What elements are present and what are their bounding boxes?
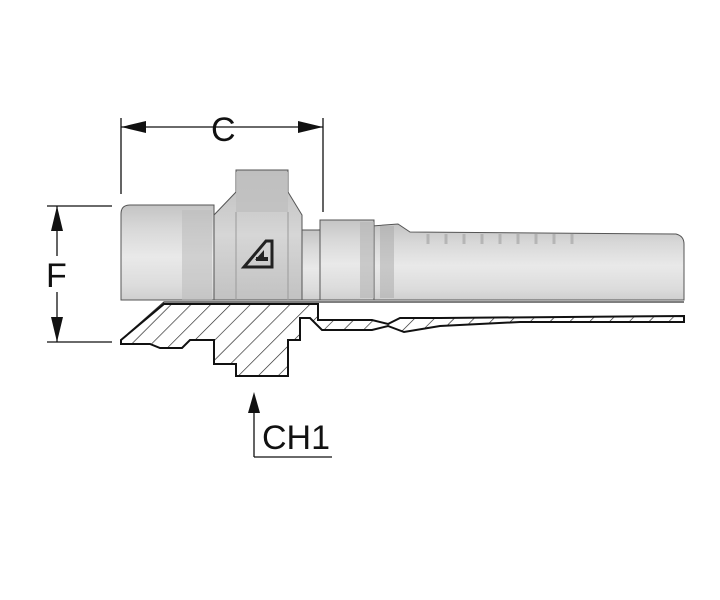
dimension-ch1: CH1 (248, 392, 332, 458)
fitting-cross-section (120, 301, 685, 377)
fitting-tail (317, 223, 685, 301)
barb-ridges (426, 234, 574, 244)
dim-c-arrow-left (121, 121, 146, 133)
dimension-c: C (120, 111, 324, 212)
fitting-body (120, 169, 685, 301)
dim-c-arrow-right (298, 121, 323, 133)
dim-c-label: C (211, 111, 236, 149)
dim-ch1-arrow (248, 392, 260, 413)
dimension-f: F (44, 205, 112, 343)
brand-logo-icon (240, 239, 274, 269)
dim-ch1-label: CH1 (262, 419, 330, 457)
dim-f-arrow-bottom (51, 317, 63, 342)
dim-f-label: F (46, 257, 67, 295)
dim-f-arrow-top (51, 206, 63, 231)
section-hatch (120, 303, 685, 377)
